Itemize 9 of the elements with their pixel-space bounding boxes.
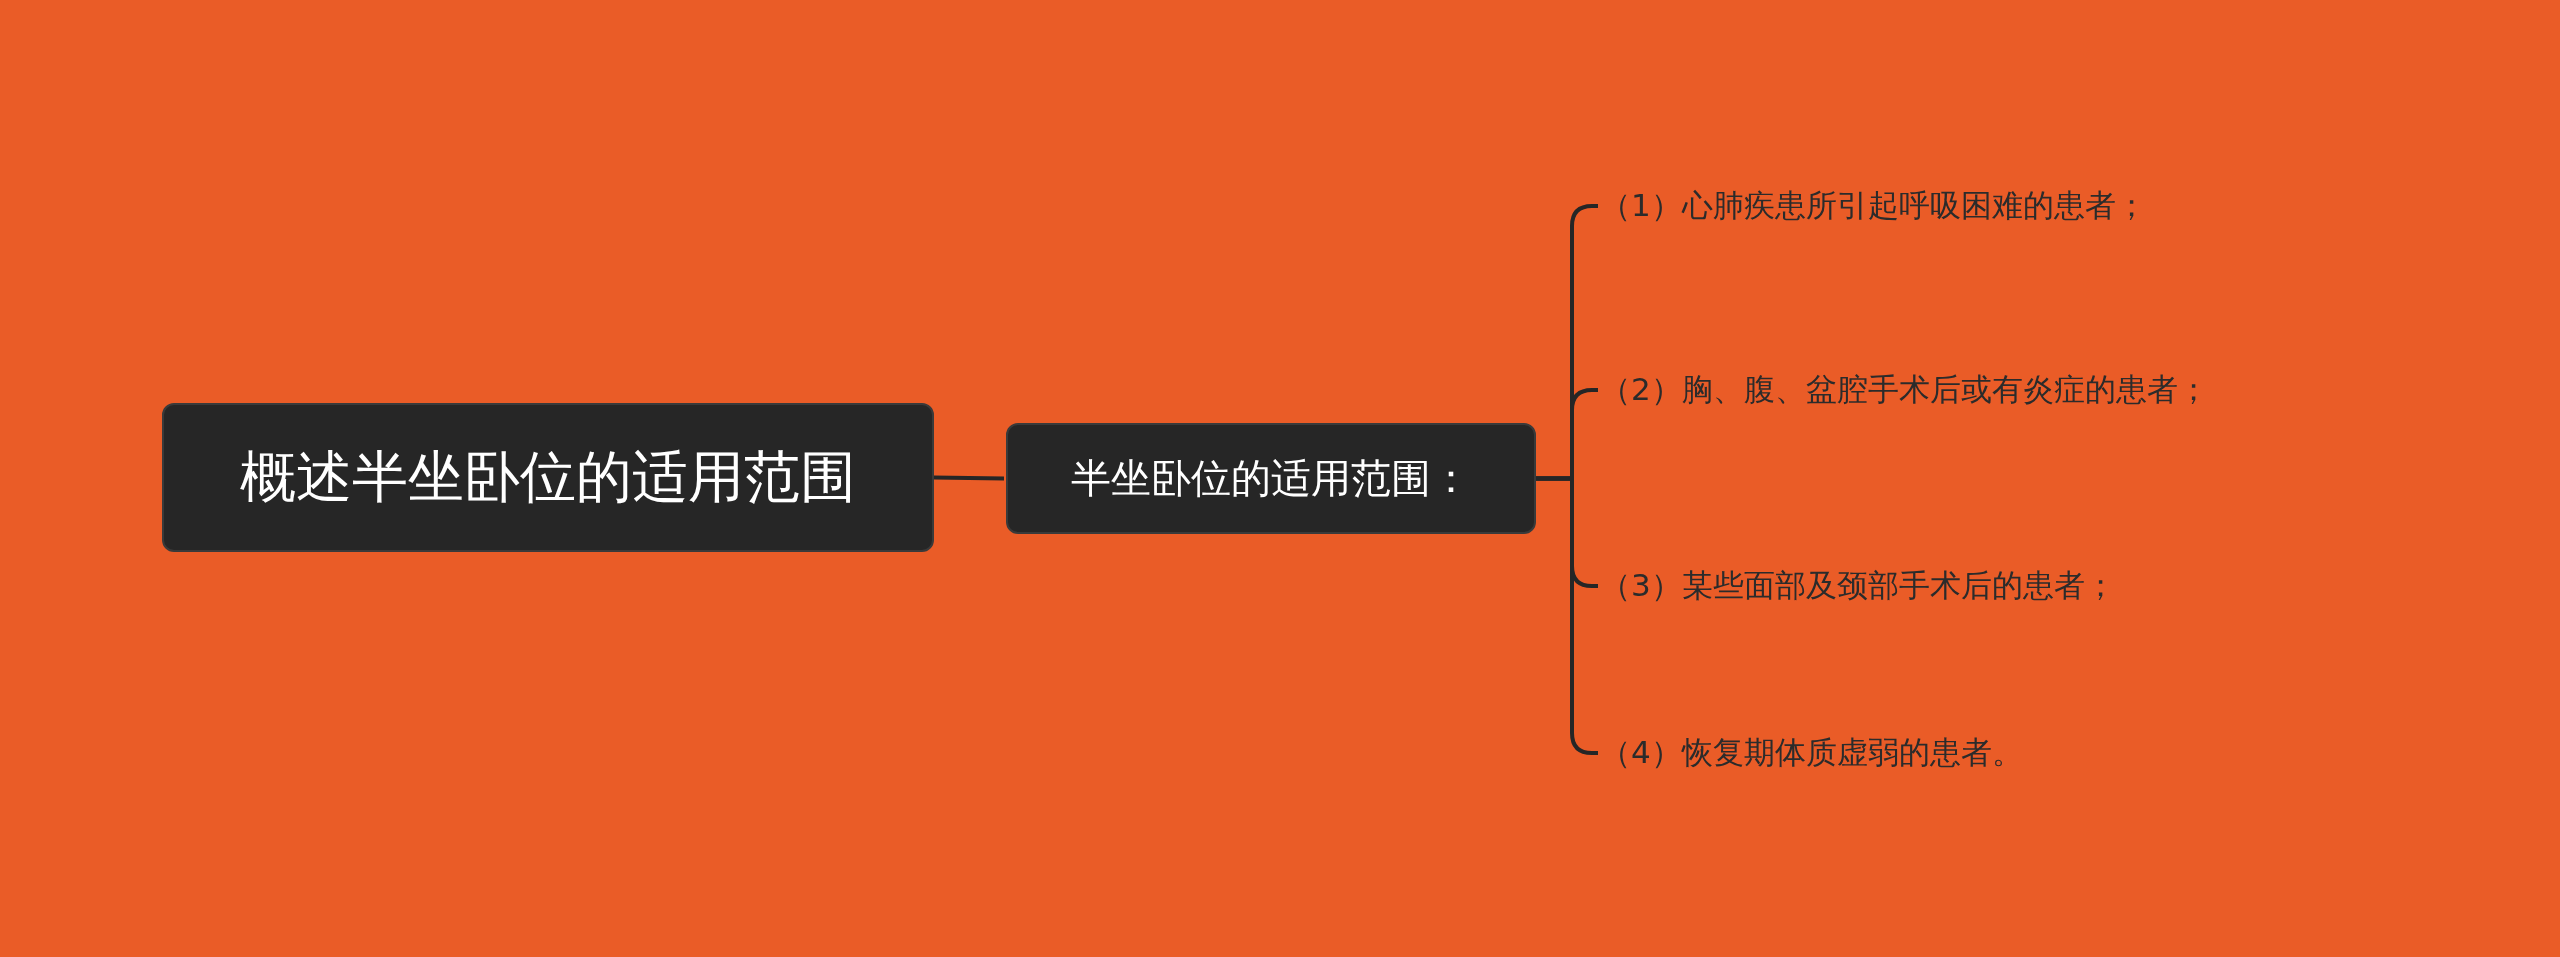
topic-label: 概述半坐卧位的适用范围 — [240, 442, 856, 511]
topic-label: 半坐卧位的适用范围： — [1071, 454, 1471, 503]
connector-line — [933, 475, 1005, 481]
subtopic-box — [1006, 423, 1536, 534]
topic-box — [162, 403, 934, 552]
leaf-text: （3）某些面部及颈部手术后的患者； — [1600, 566, 2116, 606]
leaf-text: （4）恢复期体质虚弱的患者。 — [1600, 733, 2023, 773]
leaf-text: （2）胸、腹、盆腔手术后或有炎症的患者； — [1600, 370, 2209, 410]
leaf-text: （1）心肺疾患所引起呼吸困难的患者； — [1600, 186, 2147, 226]
